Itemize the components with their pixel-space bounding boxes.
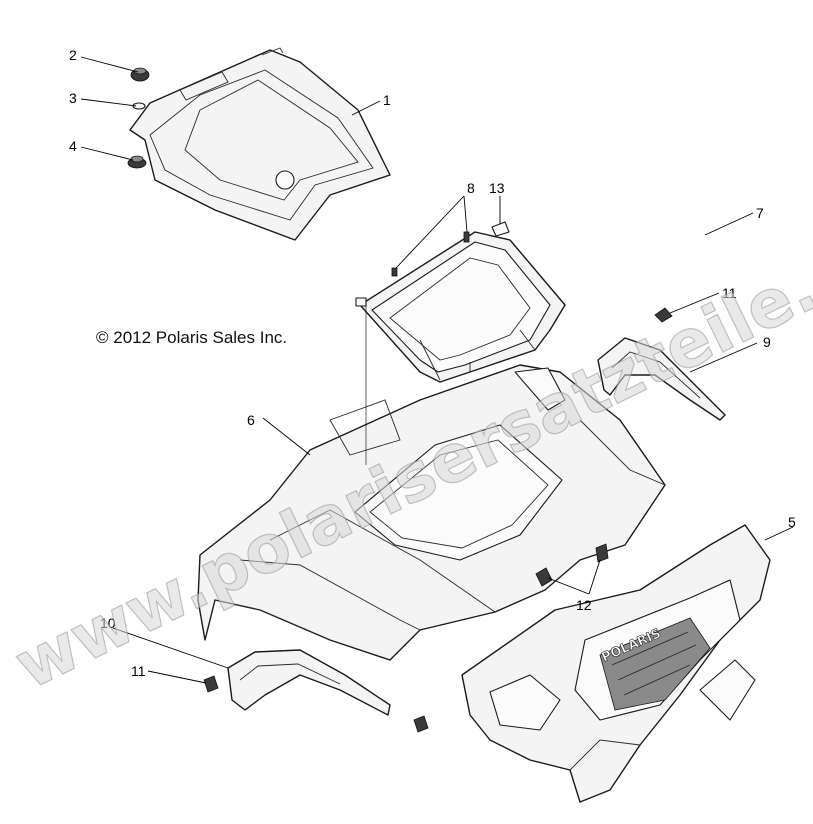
part-6-hood: [197, 364, 666, 661]
callout-1: 1: [383, 92, 391, 108]
part-9-trim-right: [597, 337, 726, 421]
part-2-knob: [130, 67, 150, 82]
part-8-screws: [391, 231, 470, 277]
callout-11-lower: 11: [131, 663, 146, 679]
part-11-rivet-upper: [654, 307, 673, 323]
part-5-front-grille: POLARIS: [461, 524, 771, 803]
callout-11-upper: 11: [722, 285, 737, 301]
callout-10: 10: [100, 615, 116, 631]
part-4-grommet: [127, 155, 147, 169]
part-13-clip: [491, 221, 510, 237]
copyright-notice: © 2012 Polaris Sales Inc.: [96, 328, 288, 347]
part-7-storage-tub: [355, 231, 566, 383]
leader-lines: [80, 56, 794, 684]
callout-labels: 2 3 4 1 5 6 7 8 9 10 11 11 12 13: [69, 47, 796, 679]
callout-2: 2: [69, 47, 77, 63]
callout-3: 3: [69, 90, 77, 106]
part-10-trim-left: [227, 649, 391, 716]
callout-9: 9: [763, 334, 771, 350]
callout-12: 12: [576, 597, 592, 613]
callout-5: 5: [788, 514, 796, 530]
part-1-lid: [129, 47, 391, 241]
callout-7: 7: [756, 205, 764, 221]
callout-4: 4: [69, 138, 77, 154]
part-11-rivet-lower: [203, 675, 429, 733]
callout-13: 13: [489, 180, 505, 196]
callout-6: 6: [247, 412, 255, 428]
callout-8: 8: [467, 180, 475, 196]
